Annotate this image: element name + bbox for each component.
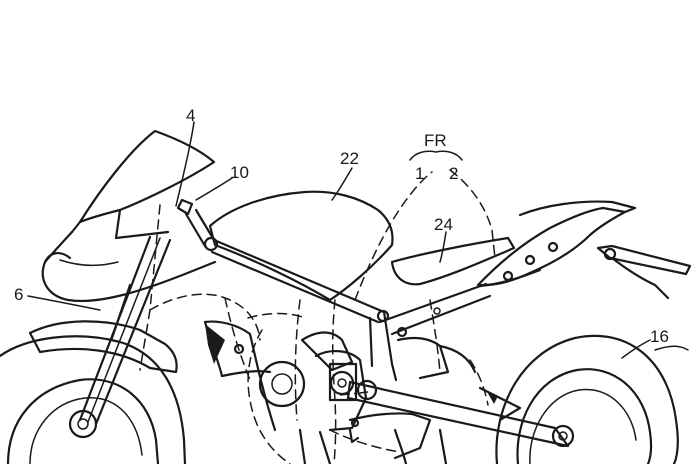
front-fairing — [41, 129, 217, 303]
label-10: 10 — [230, 163, 249, 182]
tail-cowl — [476, 200, 637, 288]
front-fork — [78, 235, 172, 426]
handlebar — [176, 198, 219, 252]
label-2: 2 — [449, 164, 458, 183]
seat — [390, 236, 516, 286]
tail-light — [596, 244, 692, 300]
engine — [203, 320, 477, 464]
label-4: 4 — [186, 106, 195, 125]
fuel-tank — [208, 190, 394, 302]
front-fender — [28, 320, 178, 374]
label-1: 1 — [415, 164, 424, 183]
label-22: 22 — [340, 149, 359, 168]
front-wheel — [0, 335, 187, 464]
phantom-lines — [139, 169, 496, 464]
label-24: 24 — [434, 215, 453, 234]
label-fr: FR — [424, 131, 447, 150]
leader-lines — [27, 121, 651, 359]
label-6: 6 — [14, 285, 23, 304]
label-16: 16 — [650, 327, 669, 346]
rear-wheel — [495, 334, 689, 464]
